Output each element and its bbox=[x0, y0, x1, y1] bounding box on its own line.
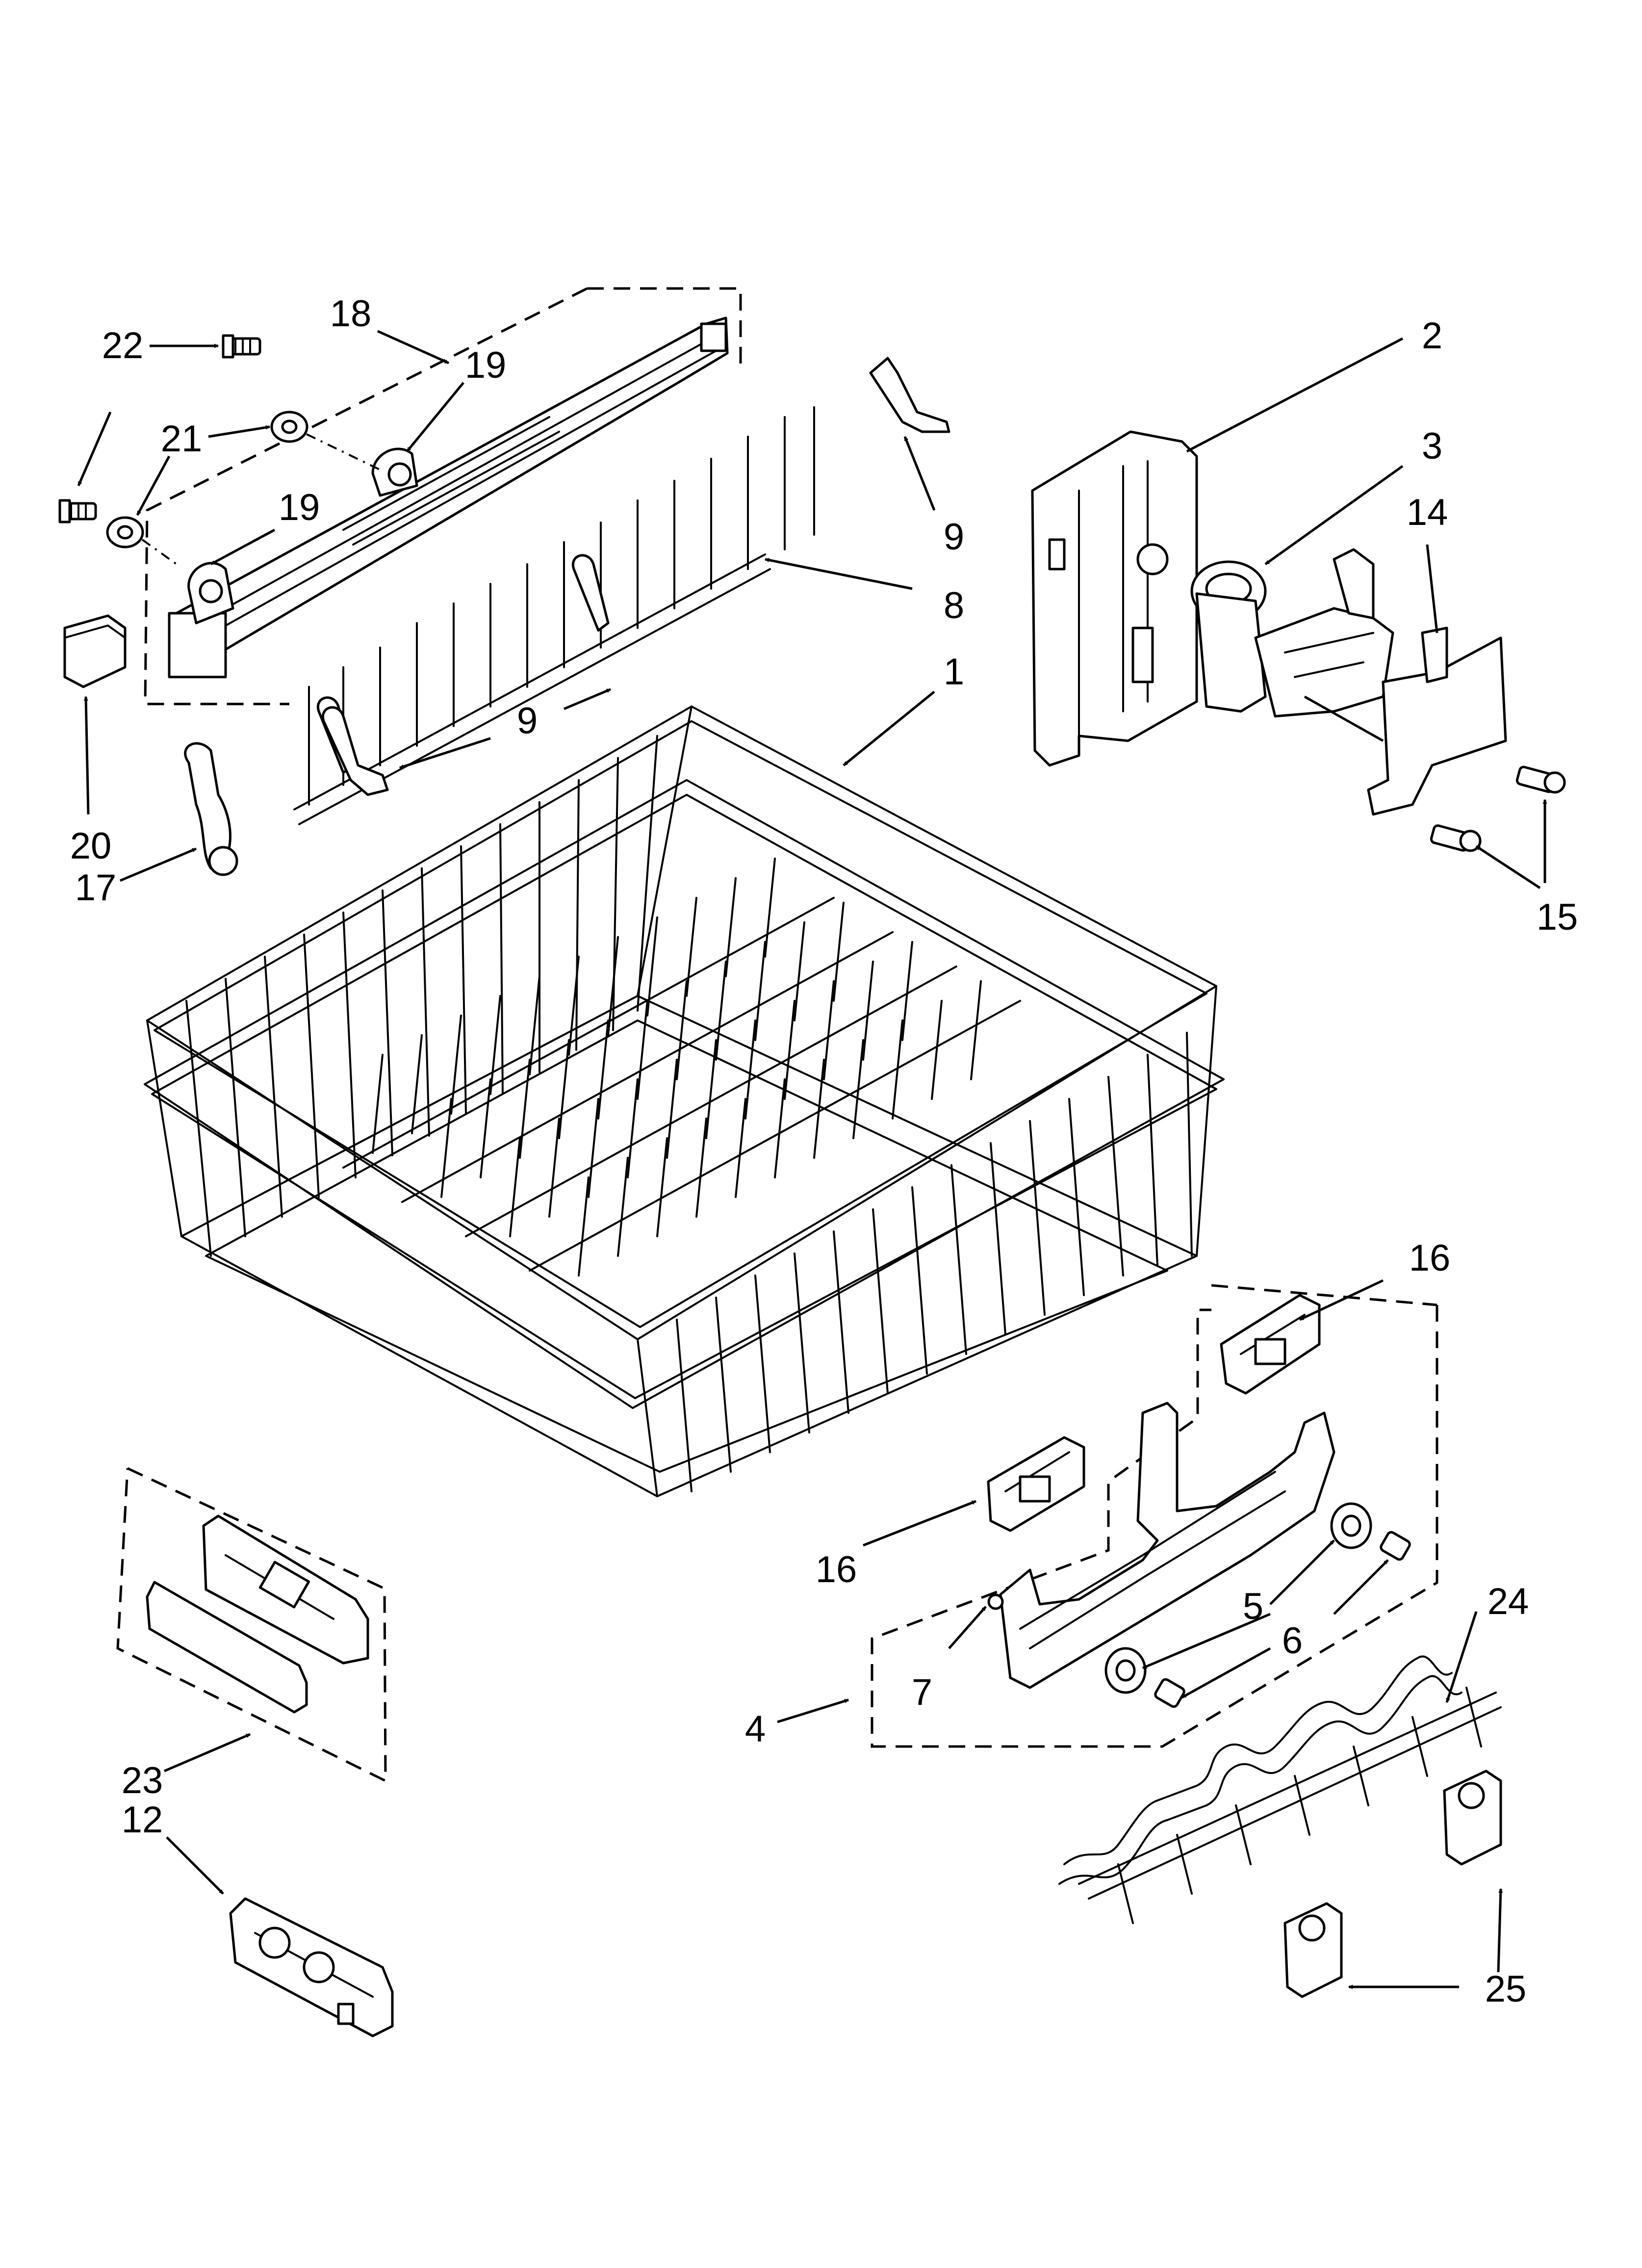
callout-16-upper: 16 bbox=[1409, 1237, 1451, 1279]
callout-9-upper: 9 bbox=[944, 516, 964, 558]
leader-18 bbox=[377, 330, 450, 365]
callout-23: 23 bbox=[122, 1760, 163, 1801]
callout-17: 17 bbox=[75, 867, 117, 909]
leader-2 bbox=[1186, 337, 1404, 453]
leader-9-lower-left bbox=[399, 737, 491, 769]
washer-21-lower bbox=[106, 516, 144, 548]
rack-front-wires bbox=[185, 735, 658, 1257]
rack-adjuster-bracket-part bbox=[1031, 430, 1198, 767]
callout-14: 14 bbox=[1407, 492, 1448, 533]
leader-9-upper bbox=[903, 436, 936, 511]
handle-bracket-part bbox=[229, 1897, 394, 2037]
leader-23 bbox=[164, 1733, 251, 1773]
callout-19-lower: 19 bbox=[279, 487, 320, 528]
callout-18: 18 bbox=[330, 293, 372, 335]
leader-16-upper bbox=[1299, 1279, 1384, 1321]
callout-labels: 18 22 19 21 19 20 17 9 8 9 1 2 3 14 15 1… bbox=[70, 293, 1578, 2010]
callout-1: 1 bbox=[944, 651, 964, 693]
callout-4: 4 bbox=[745, 1708, 766, 1750]
leader-9-lower-right bbox=[564, 688, 611, 710]
callout-8: 8 bbox=[944, 585, 964, 626]
callout-12: 12 bbox=[122, 1799, 163, 1841]
callout-16-lower: 16 bbox=[816, 1549, 857, 1590]
rack-clip-part bbox=[184, 742, 238, 876]
tine-clip-part-upper bbox=[869, 357, 950, 433]
callout-6: 6 bbox=[1282, 1620, 1303, 1662]
callout-15: 15 bbox=[1537, 896, 1578, 938]
callout-5: 5 bbox=[1243, 1586, 1263, 1627]
adjuster-cover-part bbox=[1367, 626, 1507, 816]
washer-21-upper bbox=[270, 411, 308, 443]
leader-3 bbox=[1264, 465, 1404, 566]
leader-14 bbox=[1426, 544, 1439, 633]
alignment-line bbox=[306, 433, 383, 472]
screw-22-lower bbox=[58, 499, 97, 523]
leader-5-lower bbox=[1142, 1613, 1271, 1669]
leader-lines bbox=[77, 330, 1547, 1989]
tine-clip-25-upper bbox=[1443, 1770, 1502, 1866]
leader-17 bbox=[120, 847, 197, 882]
tine-assembly-part bbox=[1058, 1655, 1502, 1924]
leader-15-b bbox=[1475, 845, 1541, 889]
leader-5-upper bbox=[1269, 1539, 1335, 1605]
leader-19-a bbox=[406, 382, 464, 452]
leader-21-b bbox=[136, 455, 171, 516]
leader-21-a bbox=[208, 425, 270, 438]
leader-8 bbox=[765, 558, 913, 590]
callout-21: 21 bbox=[161, 418, 203, 460]
leader-3-extension bbox=[1304, 695, 1384, 742]
screw-15-lower bbox=[1430, 824, 1482, 852]
roller-5-lower bbox=[1104, 1647, 1147, 1694]
callout-25: 25 bbox=[1485, 1968, 1527, 2010]
leader-1 bbox=[843, 691, 935, 766]
callout-3: 3 bbox=[1422, 425, 1442, 467]
leader-19-b bbox=[210, 528, 276, 566]
pin-7-part bbox=[987, 1593, 1004, 1610]
rail-clip-16-upper bbox=[1220, 1294, 1321, 1395]
leader-25-a bbox=[1497, 1888, 1503, 1973]
tine-clip-25-lower bbox=[1283, 1902, 1343, 1998]
upper-rack-part bbox=[144, 705, 1225, 1497]
leader-24 bbox=[1445, 1611, 1478, 1703]
leader-22-b bbox=[77, 412, 112, 486]
leader-7 bbox=[948, 1606, 987, 1649]
callout-19-upper: 19 bbox=[465, 344, 507, 386]
callout-7: 7 bbox=[912, 1671, 932, 1713]
callout-9-lower: 9 bbox=[517, 700, 538, 742]
callout-24: 24 bbox=[1488, 1581, 1529, 1622]
leader-4 bbox=[777, 1698, 849, 1723]
alignment-line bbox=[141, 539, 178, 565]
axle-6-upper bbox=[1380, 1531, 1411, 1561]
screw-15-upper bbox=[1515, 765, 1566, 794]
tine-clip-part-lower bbox=[321, 706, 389, 796]
callout-20: 20 bbox=[70, 825, 112, 867]
leader-12 bbox=[166, 1836, 224, 1895]
callout-22: 22 bbox=[102, 325, 144, 366]
leader-16-lower bbox=[863, 1500, 976, 1547]
rack-handle-part bbox=[146, 1514, 369, 1714]
rack-interior-tines bbox=[342, 858, 1021, 1277]
rack-rail-part bbox=[999, 1402, 1335, 1689]
rail-clip-16-lower bbox=[987, 1436, 1085, 1532]
leader-6-upper bbox=[1333, 1559, 1389, 1615]
axle-6-lower bbox=[1154, 1678, 1185, 1708]
handle-group-outline bbox=[116, 1467, 387, 1783]
adjuster-mechanism-part bbox=[1190, 548, 1394, 718]
leader-6-lower bbox=[1181, 1647, 1271, 1699]
leader-20 bbox=[83, 696, 90, 815]
screw-22-upper bbox=[222, 334, 261, 359]
rack-rail-group-outline bbox=[871, 1284, 1438, 1748]
roller-5-upper bbox=[1330, 1502, 1372, 1549]
callout-2: 2 bbox=[1422, 315, 1442, 357]
adjuster-rail-part bbox=[168, 316, 729, 678]
end-cap-part bbox=[63, 614, 127, 688]
upper-rack-adjuster-group-outline bbox=[144, 287, 742, 705]
rack-side-wires bbox=[676, 1032, 1193, 1492]
